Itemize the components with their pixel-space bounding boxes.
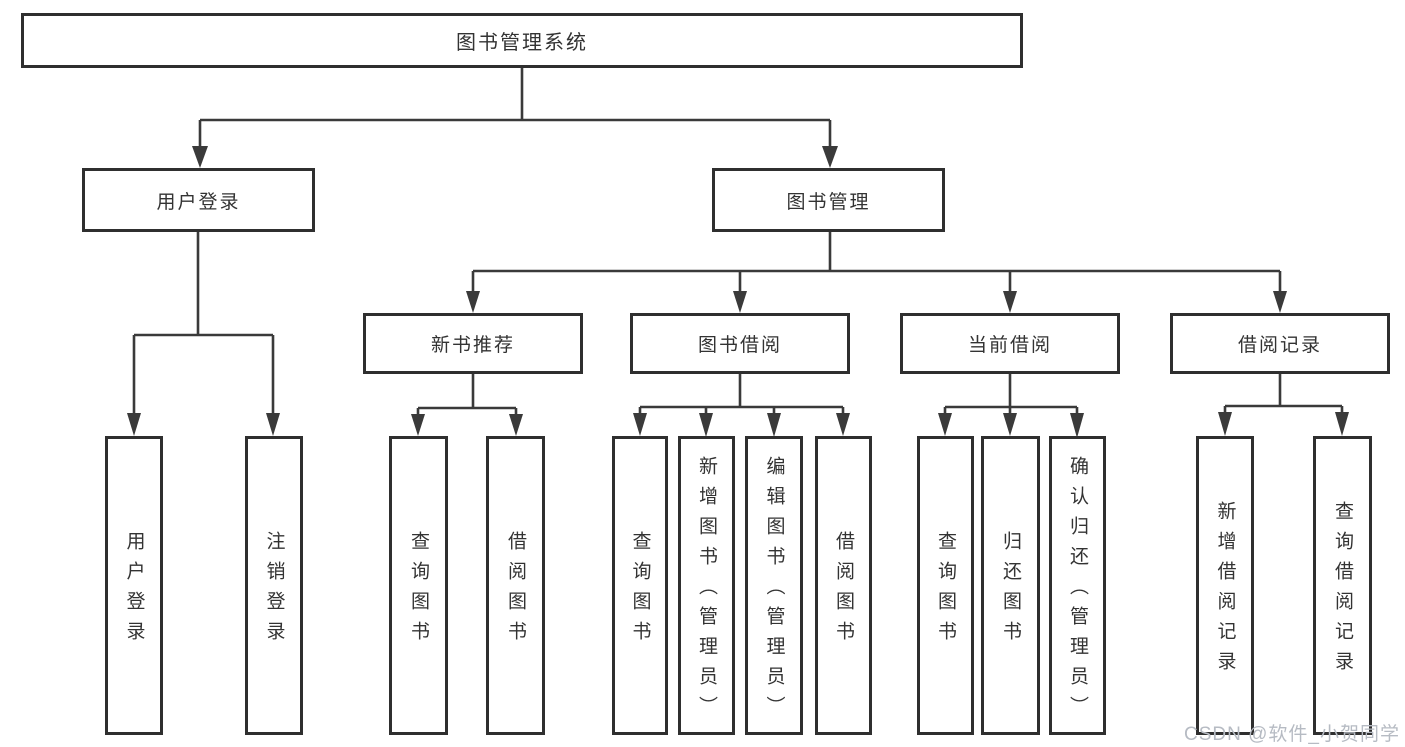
leaf-query-borrow-record: 查询借阅记录 [1313, 436, 1372, 735]
connector-user-login-to-leaves [127, 232, 280, 436]
leaf-add-borrow-record-label: 新增借阅记录 [1214, 501, 1236, 681]
leaf-current-query-books: 查询图书 [917, 436, 974, 735]
connector-book-borrow-to-leaves [633, 374, 850, 437]
leaf-add-books-admin: 新增图书（管理员） [678, 436, 735, 735]
leaf-edit-books-admin-label: 编辑图书（管理员） [763, 456, 785, 726]
node-current-borrowing: 当前借阅 [900, 313, 1120, 374]
leaf-query-borrow-record-label: 查询借阅记录 [1332, 501, 1353, 681]
node-borrowing-records: 借阅记录 [1170, 313, 1390, 374]
connector-current-borrow-to-leaves [938, 374, 1084, 438]
node-new-book-recommend: 新书推荐 [363, 313, 583, 374]
leaf-current-query-books-label: 查询图书 [935, 531, 956, 651]
connector-root-to-level2 [192, 68, 838, 168]
leaf-confirm-return-admin-label: 确认归还（管理员） [1067, 456, 1088, 726]
leaf-user-login-label: 用户登录 [123, 531, 145, 651]
leaf-add-borrow-record: 新增借阅记录 [1196, 436, 1254, 735]
leaf-borrowing-query-books: 查询图书 [612, 436, 668, 735]
leaf-borrowing-borrow-books: 借阅图书 [815, 436, 872, 735]
leaf-recommend-borrow-books: 借阅图书 [486, 436, 545, 735]
node-user-login: 用户登录 [82, 168, 315, 232]
node-root-system: 图书管理系统 [21, 13, 1023, 68]
node-book-management: 图书管理 [712, 168, 945, 232]
leaf-recommend-query-books: 查询图书 [389, 436, 448, 735]
node-book-borrowing: 图书借阅 [630, 313, 850, 374]
leaf-logout-label: 注销登录 [263, 531, 285, 651]
leaf-user-login: 用户登录 [105, 436, 163, 735]
leaf-recommend-query-books-label: 查询图书 [408, 531, 429, 651]
leaf-logout: 注销登录 [245, 436, 303, 735]
leaf-return-books: 归还图书 [981, 436, 1040, 735]
leaf-recommend-borrow-books-label: 借阅图书 [505, 531, 526, 651]
connector-borrow-record-to-leaves [1218, 374, 1349, 436]
leaf-edit-books-admin: 编辑图书（管理员） [745, 436, 803, 735]
leaf-return-books-label: 归还图书 [1000, 531, 1021, 651]
connector-new-book-rec-to-leaves [411, 374, 523, 436]
csdn-watermark: CSDN @软件_小贺同学 [1184, 724, 1400, 745]
leaf-add-books-admin-label: 新增图书（管理员） [696, 456, 717, 726]
leaf-borrowing-borrow-books-label: 借阅图书 [833, 531, 854, 651]
leaf-borrowing-query-books-label: 查询图书 [629, 531, 651, 651]
connector-book-mgmt-to-level3 [466, 232, 1287, 313]
leaf-confirm-return-admin: 确认归还（管理员） [1049, 436, 1106, 735]
